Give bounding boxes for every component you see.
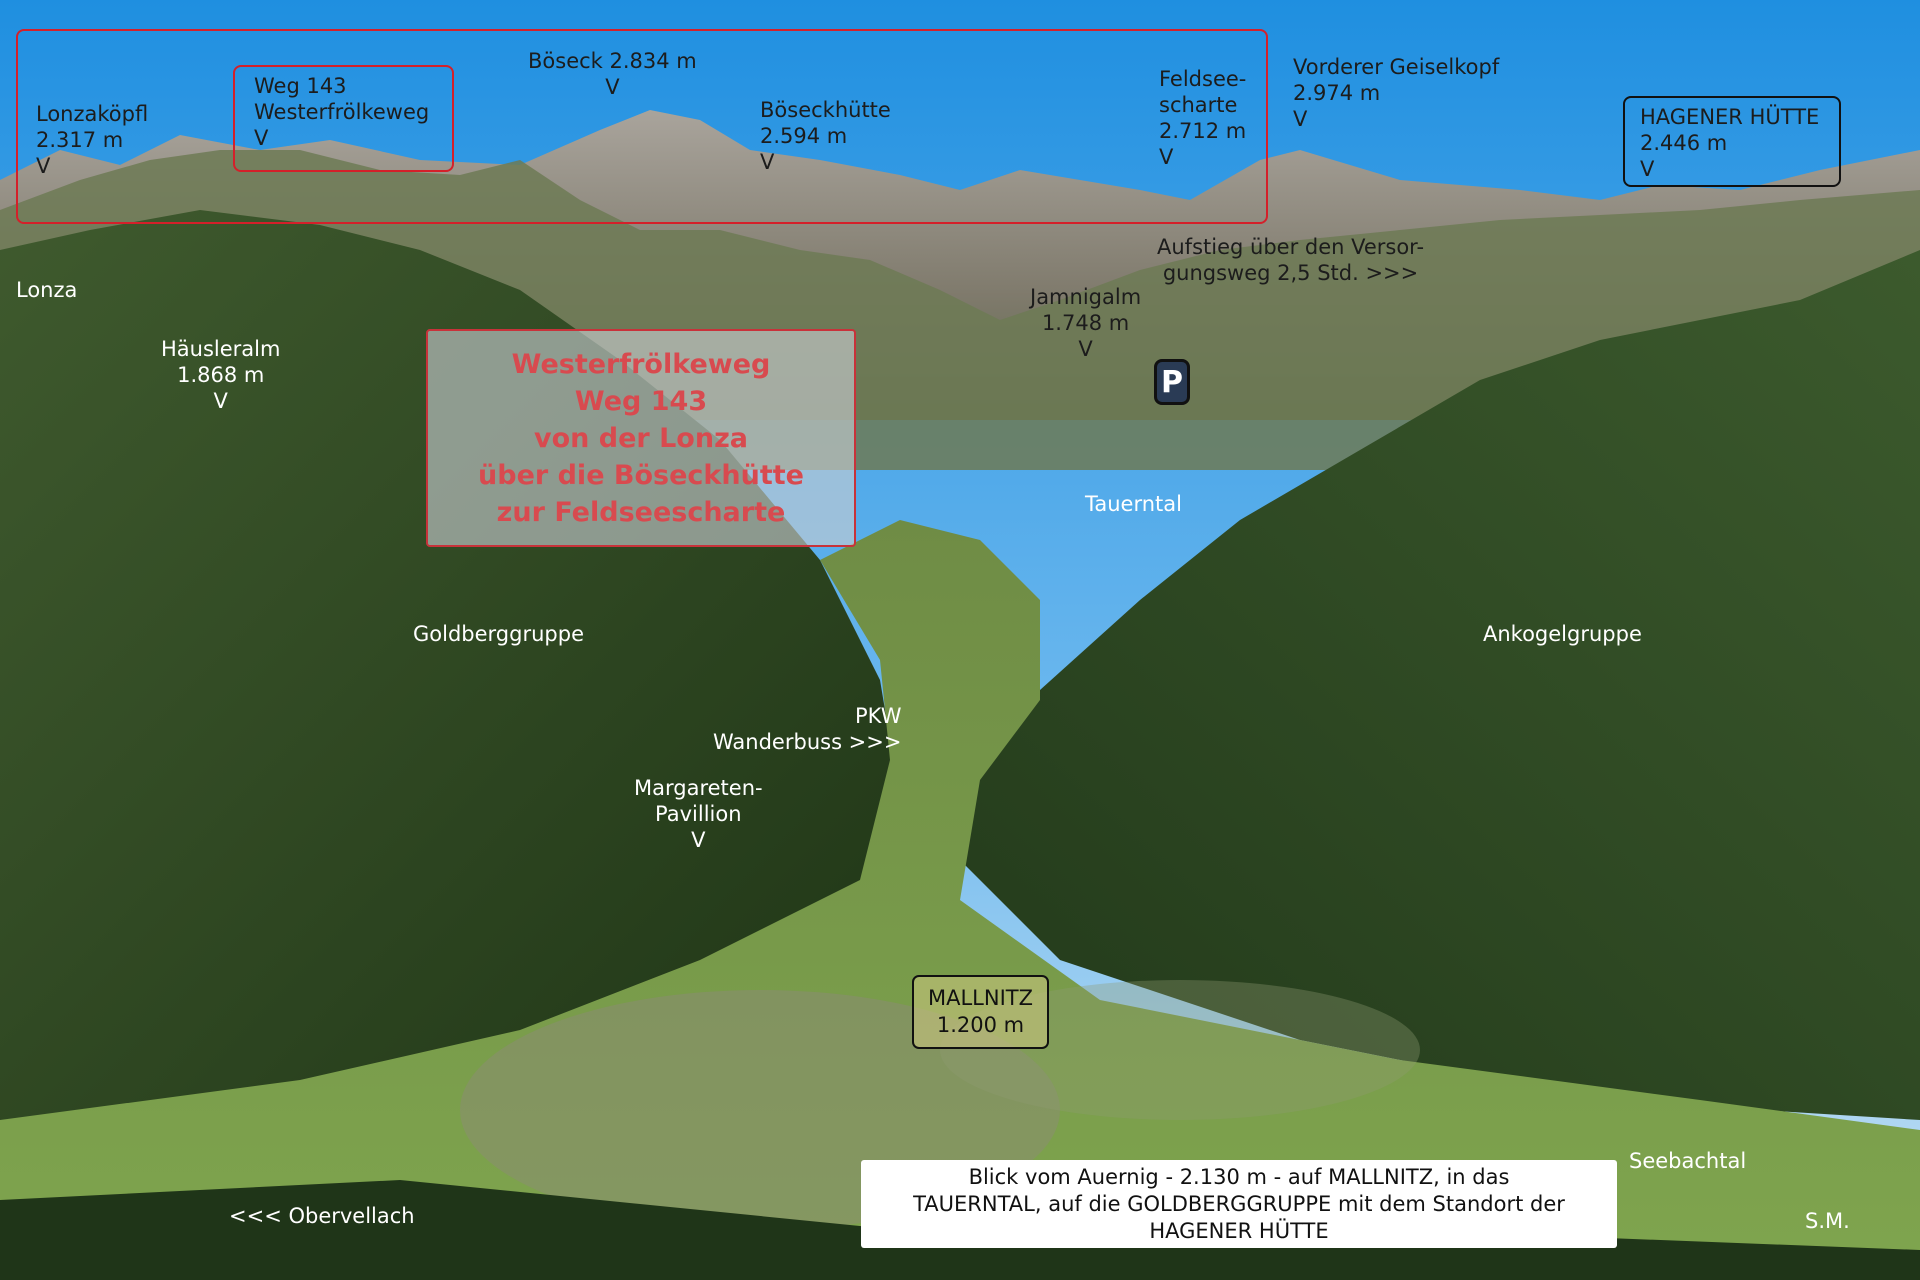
label-boeseck: Böseck 2.834 m V [528,49,697,99]
weg143-highlight-frame [233,65,454,172]
label-weg143: Weg 143 Westerfrölkeweg V [254,74,430,150]
label-pkw-wanderbuss: PKW Wanderbuss >>> [713,704,902,754]
photo-caption: Blick vom Auernig - 2.130 m - auf MALLNI… [861,1160,1617,1248]
label-margareten-pavillion: Margareten- Pavillion V [634,776,763,852]
parking-sign-icon: P [1154,359,1190,405]
label-vorderer-geiselkopf: Vorderer Geiselkopf 2.974 m V [1293,55,1500,131]
mallnitz-label-box: MALLNITZ 1.200 m [912,975,1049,1049]
label-ankogelgruppe: Ankogelgruppe [1483,622,1642,646]
label-seebachtal: Seebachtal [1629,1149,1747,1173]
caption-line-1: Blick vom Auernig - 2.130 m - auf MALLNI… [968,1164,1510,1189]
label-aufstieg: Aufstieg über den Versor- gungsweg 2,5 S… [1157,235,1425,285]
label-jamnigalm: Jamnigalm 1.748 m V [1030,285,1142,361]
label-lonzakoepfl: Lonzaköpfl 2.317 m V [36,102,149,178]
mallnitz-name: MALLNITZ [928,986,1033,1010]
label-lonza: Lonza [16,278,78,302]
route-line-3: von der Lonza [533,422,749,454]
peaks-highlight-frame [16,29,1268,224]
mallnitz-elevation: 1.200 m [936,1013,1025,1037]
label-feldseescharte: Feldsee- scharte 2.712 m V [1159,67,1247,169]
label-goldberggruppe: Goldberggruppe [413,622,584,646]
caption-line-3: HAGENER HÜTTE [1149,1218,1329,1243]
hagener-huette-frame [1623,96,1841,187]
label-tauerntal: Tauerntal [1085,492,1182,516]
caption-line-2: TAUERNTAL, auf die GOLDBERGGRUPPE mit de… [913,1191,1565,1216]
route-line-4: über die Böseckhütte [478,459,804,491]
label-boeseckhuette: Böseckhütte 2.594 m V [760,98,891,174]
label-sm: S.M. [1805,1209,1850,1233]
label-haeusleralm: Häusleralm 1.868 m V [161,337,281,413]
route-line-2: Weg 143 [574,385,708,417]
route-description-box: Westerfrölkeweg Weg 143 von der Lonza üb… [426,329,856,547]
label-hagener-huette: HAGENER HÜTTE 2.446 m V [1640,105,1820,181]
route-line-1: Westerfrölkeweg [511,348,771,380]
route-line-5: zur Feldseescharte [496,496,786,528]
label-obervellach: <<< Obervellach [229,1204,415,1228]
